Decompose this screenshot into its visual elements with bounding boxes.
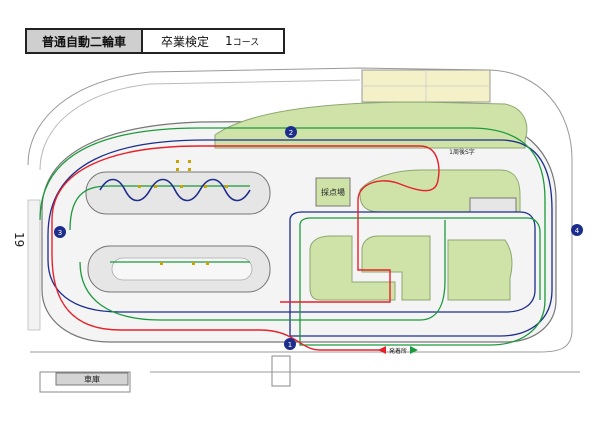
vehicle-class-label: 普通自動二輪車 — [27, 30, 143, 52]
course-title-box: 普通自動二輪車 卒業検定 1コース — [25, 28, 285, 54]
mid-field-left — [309, 235, 396, 301]
course-suffix: コース — [232, 38, 260, 48]
start-point-label: 発着所 — [389, 347, 407, 355]
crank-inner — [111, 257, 253, 281]
mid-field-center — [361, 235, 431, 301]
exam-name-label: 卒業検定 — [161, 34, 210, 49]
marker-top: 2 — [285, 126, 297, 138]
marker-right-label: 4 — [575, 227, 580, 235]
garage-label: 車庫 — [84, 374, 100, 384]
figure-eight-label: 1周後S字 — [449, 148, 475, 156]
scoring-area-label: 採点場 — [321, 187, 345, 197]
marker-left-label: 3 — [58, 229, 62, 237]
side-number: 19 — [12, 232, 26, 247]
marker-top-label: 2 — [289, 129, 293, 137]
marker-left: 3 — [54, 226, 66, 238]
bottom-gate — [271, 355, 291, 387]
mid-field-right — [447, 239, 513, 301]
cone-markers — [138, 160, 228, 265]
course-label: 1コース — [225, 34, 259, 48]
top-field — [214, 101, 528, 149]
exam-title: 卒業検定 1コース — [143, 30, 283, 52]
route-green — [39, 127, 546, 346]
start-arrow-red — [378, 346, 386, 354]
marker-bottom: 1 — [284, 338, 296, 350]
marker-bottom-label: 1 — [288, 341, 292, 349]
route-navy — [47, 139, 553, 337]
course-number: 1 — [225, 34, 233, 48]
garage-box — [55, 372, 129, 386]
site-boundary-inner — [39, 79, 361, 171]
paved-track — [41, 119, 557, 343]
marker-right: 4 — [571, 224, 583, 236]
route-red — [51, 145, 440, 351]
start-arrow-green — [410, 346, 418, 354]
left-embankment — [27, 199, 41, 331]
right-lot — [469, 197, 517, 213]
site-boundary — [27, 67, 573, 353]
s-curve-line — [99, 178, 251, 202]
scoring-area — [315, 177, 351, 207]
s-curve-island — [85, 171, 271, 215]
